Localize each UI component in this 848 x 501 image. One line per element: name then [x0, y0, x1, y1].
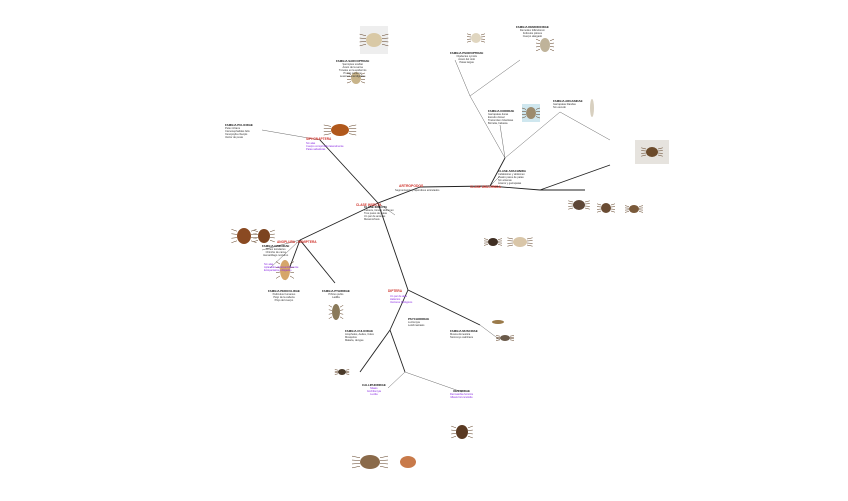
- branch-line: [359, 329, 391, 373]
- sub-branch-line: [489, 175, 501, 187]
- node-sarcoptidae[interactable]: FAMILIA SARCOPTIDAE Sarcoptes scabiei Ác…: [336, 59, 370, 79]
- node-pulicidae[interactable]: FAMILIA PULICIDAE Pulex irritans Ctenoce…: [225, 123, 253, 140]
- demodecidae-mite-icon: [535, 38, 555, 52]
- node-siphonaptera-info[interactable]: Sin alas Cuerpo comprimido lateralmente …: [306, 142, 344, 152]
- blowfly-icon: [495, 335, 515, 341]
- amblyomma-tick-icon: [624, 205, 644, 213]
- node-ixodidae[interactable]: FAMILIA IXODIDAE Garrapatas duras Escudo…: [488, 109, 515, 126]
- branch-line: [489, 185, 541, 191]
- thin-connector-lines: [261, 59, 611, 393]
- sub-branch-line: [504, 111, 561, 159]
- branch-insecta[interactable]: CLASE INSECTA: [356, 203, 382, 207]
- branch-line: [389, 289, 409, 331]
- branch-line: [377, 186, 421, 204]
- node-argasidae[interactable]: FAMILIA ARGASIDAE Garrapatas blandas Sin…: [553, 99, 583, 110]
- node-oestridae[interactable]: OESTRIDAE Dermatobia hominis Miasis foru…: [450, 389, 474, 400]
- node-calliphoridae[interactable]: CALLIPHORIDAE Miasis Cochliomyia Lucilia: [362, 383, 386, 397]
- node-muscidae[interactable]: FAMILIA MUSCIDAE Musca domestica Stomoxy…: [450, 329, 478, 340]
- branch-diptera[interactable]: DIPTERA: [388, 289, 402, 293]
- sarcoptes-mite-icon: [359, 33, 389, 47]
- sub-branch-line: [261, 239, 301, 251]
- bedbug-icon-2: [253, 229, 275, 243]
- ixodes-tick-icon: [568, 200, 590, 210]
- central-topic[interactable]: ARTROPODOS: [399, 184, 423, 188]
- node-culicidae[interactable]: FAMILIA CULICIDAE Anopheles, Aedes, Cule…: [345, 329, 374, 343]
- demodex-mite-icon: [466, 33, 486, 43]
- branch-line: [389, 329, 406, 373]
- node-psychodidae[interactable]: PSYCHODIDAE Lutzomyia Leishmaniasis: [408, 317, 430, 328]
- sub-branch-line: [499, 124, 506, 159]
- branch-siphonaptera[interactable]: SIPHONAPTERA: [306, 137, 332, 141]
- branch-line: [539, 164, 611, 191]
- maggot-icon: [400, 456, 416, 468]
- connector-lines: [284, 139, 611, 373]
- node-psoroptidae[interactable]: FAMILIA PSOROPTIDAE Otodectes cynotis Ác…: [450, 51, 484, 65]
- sub-branch-line: [454, 59, 471, 97]
- node-cimicidae[interactable]: FAMILIA CIMICIDAE Cimex lectularius Chin…: [262, 244, 290, 258]
- psoroptes-mite-icon: [346, 72, 366, 84]
- central-topic-label: ARTROPODOS: [399, 184, 424, 188]
- branch-line: [299, 202, 379, 241]
- node-arachnida-info[interactable]: CLASE ARACHNIDA Cefalotórax y abdomen Cu…: [498, 169, 526, 186]
- sub-branch-line: [559, 111, 611, 141]
- sub-branch-line: [404, 371, 463, 393]
- engorged-tick-icon: [641, 147, 663, 157]
- sub-branch-line: [469, 59, 521, 97]
- node-demodecidae[interactable]: FAMILIA DEMODICIDAE Demodex folliculorum…: [516, 25, 549, 39]
- branch-line: [299, 239, 336, 284]
- node-pediculidae[interactable]: FAMILIA PEDICULIDAE Pediculus humanus Pi…: [268, 289, 300, 303]
- node-anoplura-info[interactable]: Sin alas Aplanados dorsoventralmente Ect…: [264, 263, 299, 273]
- branch-line: [407, 289, 481, 326]
- housefly-icon: [334, 369, 350, 375]
- branch-anoplura[interactable]: ANOPLURA - HEMIPTERA: [277, 240, 317, 244]
- flea-icon: [323, 124, 357, 136]
- branch-line: [319, 139, 379, 204]
- hard-tick-icon: [483, 238, 503, 246]
- sub-branch-line: [479, 324, 501, 341]
- node-diptera-info[interactable]: Un par de alas Halterios Vectores biológ…: [390, 295, 413, 305]
- sub-branch-line: [269, 239, 301, 269]
- pubic-louse-icon: [328, 304, 344, 320]
- mosquito-icon: [492, 320, 504, 324]
- demodex-elongated-icon: [590, 99, 594, 117]
- sub-branch-line: [469, 95, 506, 159]
- larva-icon: [351, 455, 389, 469]
- branch-line: [377, 202, 409, 291]
- central-subtitle: Segmentación y apéndices articulados: [395, 189, 440, 192]
- botfly-icon: [451, 425, 473, 439]
- soft-tick-icon: [507, 237, 533, 247]
- sub-branch-line: [387, 371, 406, 389]
- sub-branch-line: [261, 129, 321, 141]
- branch-line: [419, 185, 491, 188]
- branch-arachnida[interactable]: CLASE ARACHNIDA: [470, 185, 501, 189]
- sub-branch-line: [377, 202, 396, 216]
- dermacentor-tick-icon: [596, 203, 616, 213]
- node-pthiridae[interactable]: FAMILIA PTHIRIDAE Pthirus pubis Ladilla: [322, 289, 350, 300]
- head-louse-icon: [275, 260, 295, 280]
- node-insecta-info[interactable]: CLASE INSECTA Cabeza, tórax y abdomen Tr…: [364, 205, 394, 222]
- bedbug-icon: [231, 228, 257, 244]
- branch-line: [489, 157, 506, 187]
- argasid-tick-icon: [521, 107, 541, 119]
- specimen-images: [231, 26, 669, 469]
